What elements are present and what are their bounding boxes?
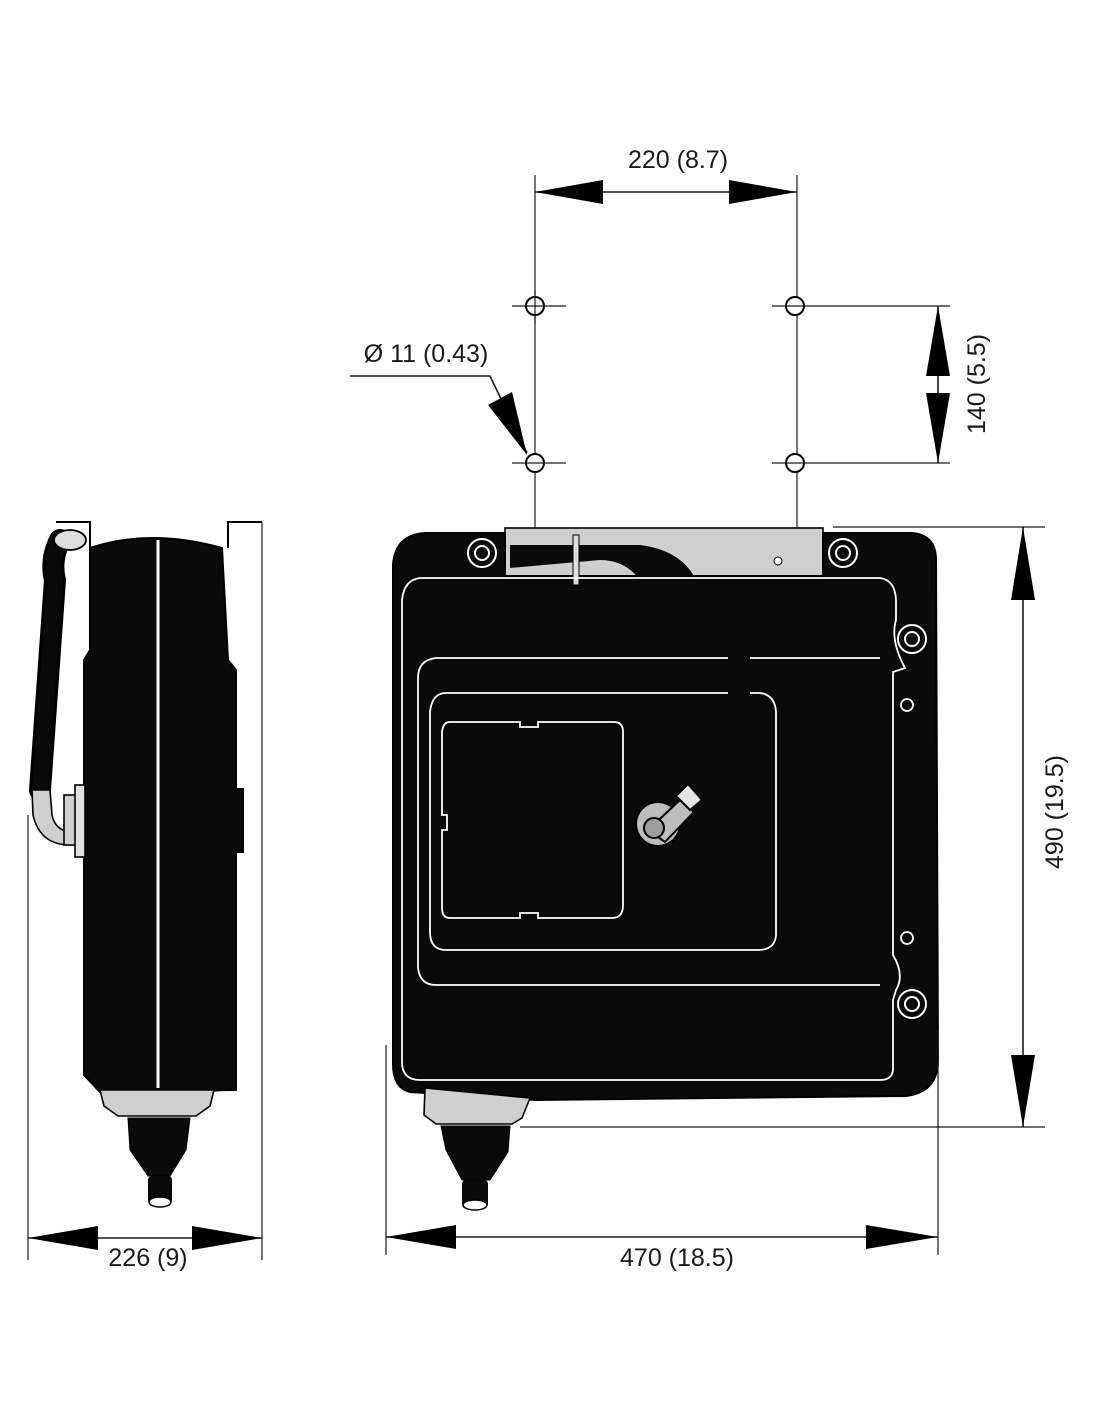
reel-hub xyxy=(635,782,704,847)
reel-housing-side xyxy=(83,537,237,1093)
dimension-label-140: 140 (5.5) xyxy=(963,334,991,434)
dimension-hole-spacing-horizontal: 220 (8.7) xyxy=(535,146,797,204)
side-screw-upper xyxy=(897,624,927,654)
mounting-hole-pattern xyxy=(512,175,950,530)
dimension-label-226: 226 (9) xyxy=(108,1244,187,1272)
dimension-depth: 226 (9) xyxy=(27,522,263,1272)
dimension-label-490: 490 (19.5) xyxy=(1041,755,1069,869)
dimension-hole-spacing-vertical: 140 (5.5) xyxy=(926,306,991,463)
front-view xyxy=(392,527,940,1211)
hose-guide-front xyxy=(423,1087,532,1211)
mounting-hole-top-right xyxy=(772,296,950,316)
side-view xyxy=(29,521,262,1208)
dimension-hole-diameter: Ø 11 (0.43) xyxy=(350,340,528,455)
dimension-width: 470 (18.5) xyxy=(385,1030,939,1272)
side-screw-lower xyxy=(897,989,927,1019)
dimension-height: 490 (19.5) xyxy=(520,526,1069,1128)
corner-screw-top-left xyxy=(467,538,497,568)
mounting-hole-top-left xyxy=(512,290,566,324)
dimension-label-220: 220 (8.7) xyxy=(628,146,728,174)
mounting-hole-bottom-right xyxy=(772,453,950,473)
mounting-hole-bottom-left xyxy=(512,453,566,473)
corner-screw-top-right xyxy=(828,538,858,568)
dimension-label-470: 470 (18.5) xyxy=(620,1244,734,1272)
dimension-label-diameter: Ø 11 (0.43) xyxy=(364,340,489,368)
hose-guide-side xyxy=(98,1089,216,1208)
